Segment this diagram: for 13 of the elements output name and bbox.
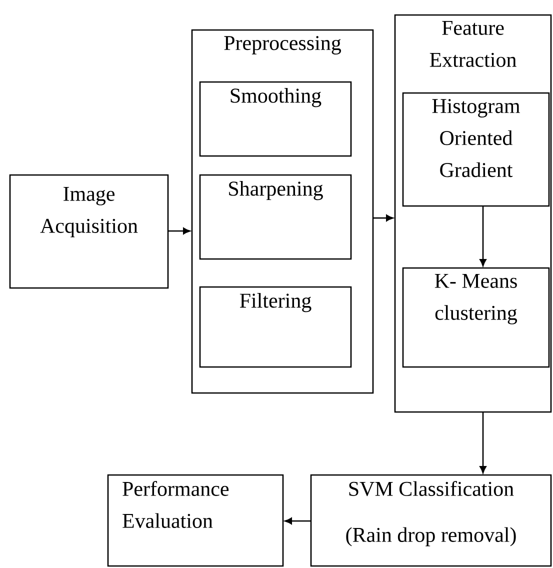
process-box: Image Acquisition: [9, 174, 169, 289]
process-box: SVM Classification (Rain drop removal): [310, 474, 552, 567]
process-box: Performance Evaluation: [107, 474, 284, 567]
process-box: Histogram Oriented Gradient: [402, 92, 550, 207]
process-box: Sharpening: [199, 174, 352, 260]
arrow: [168, 228, 190, 234]
process-box: Filtering: [199, 286, 352, 368]
arrow: [284, 518, 311, 524]
arrow: [480, 412, 486, 474]
process-box: Smoothing: [199, 81, 352, 157]
arrow: [373, 214, 394, 222]
process-box: K- Means clustering: [402, 267, 550, 368]
arrow: [480, 206, 486, 266]
